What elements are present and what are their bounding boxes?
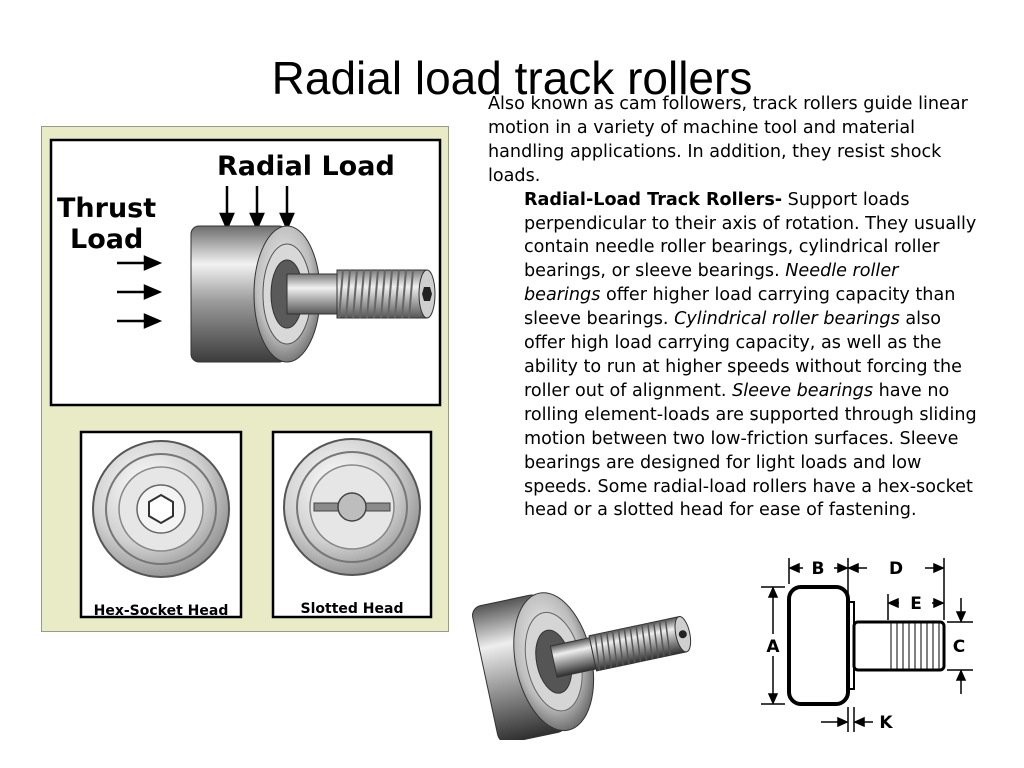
- radial-load-arrows: [219, 186, 295, 232]
- slotted-caption: Slotted Head: [301, 601, 404, 617]
- dimension-label-c: C: [953, 637, 965, 657]
- hex-socket-head-drawing: [92, 440, 230, 578]
- radial-load-heading: Radial-Load Track Rollers-: [524, 189, 783, 210]
- slotted-head-drawing: [283, 438, 421, 576]
- radial-load-label: Radial Load: [217, 151, 395, 182]
- thread-lines: [890, 622, 940, 670]
- thrust-load-arrows: [117, 255, 163, 329]
- extension-lines: [761, 558, 973, 732]
- radial-load-text-1: Support loads perpendicular to their axi…: [524, 189, 977, 282]
- body-text: Also known as cam followers, track rolle…: [488, 93, 978, 523]
- radial-load-paragraph: Radial-Load Track Rollers- Support loads…: [488, 189, 978, 524]
- needle-roller-term: Needle roller bearings: [524, 261, 899, 306]
- dimension-drawing: B D E A C K: [761, 558, 973, 733]
- radial-load-text-3: also offer high load carrying capacity, …: [524, 309, 962, 401]
- sleeve-bearing-term: Sleeve bearings: [732, 380, 873, 401]
- hex-socket-caption: Hex-Socket Head: [94, 603, 229, 619]
- dimension-label-k: K: [879, 713, 893, 733]
- cam-follower-illustration: [472, 592, 692, 740]
- dimension-label-a: A: [766, 637, 780, 657]
- intro-paragraph: Also known as cam followers, track rolle…: [488, 94, 968, 186]
- track-roller-illustration: Radial Load Thrust Load: [41, 126, 449, 632]
- slide-title: Radial load track rollers: [271, 51, 753, 104]
- dimension-arrows: [767, 562, 967, 728]
- thrust-label-line-2: Load: [70, 224, 143, 255]
- radial-load-text-4: have no rolling element-loads are suppor…: [524, 380, 977, 521]
- cylindrical-roller-term: Cylindrical roller bearings: [674, 309, 900, 330]
- dimension-label-d: D: [889, 559, 903, 579]
- dimension-label-e: E: [910, 594, 922, 614]
- track-roller-drawing: [190, 225, 436, 363]
- thrust-label-line-1: Thrust: [57, 193, 156, 224]
- radial-load-text-2: offer higher load carrying capacity than…: [524, 285, 956, 330]
- roller-outline: [787, 585, 946, 706]
- dimension-label-b: B: [812, 559, 825, 579]
